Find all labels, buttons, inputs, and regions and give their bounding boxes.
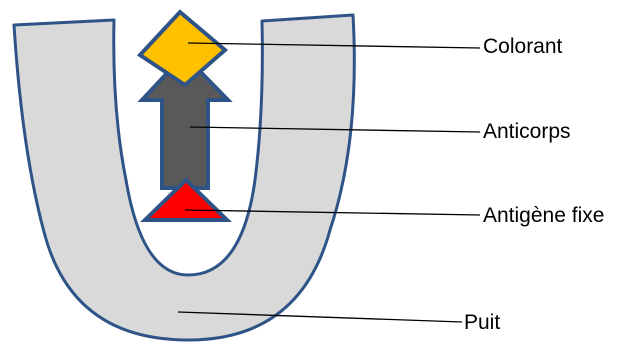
well-shape [12,13,356,342]
antibody-label: Anticorps [483,120,571,143]
antibody-leader-line [189,126,481,133]
dye-label: Colorant [483,35,563,58]
well-leader-line [177,311,463,323]
well-label: Puit [464,311,500,334]
antigen-leader-line [184,209,481,216]
antigen-triangle [140,177,232,222]
dye-diamond [136,9,229,88]
dye-leader-line [187,42,481,49]
antigen-label: Antigène fixe [483,204,604,227]
